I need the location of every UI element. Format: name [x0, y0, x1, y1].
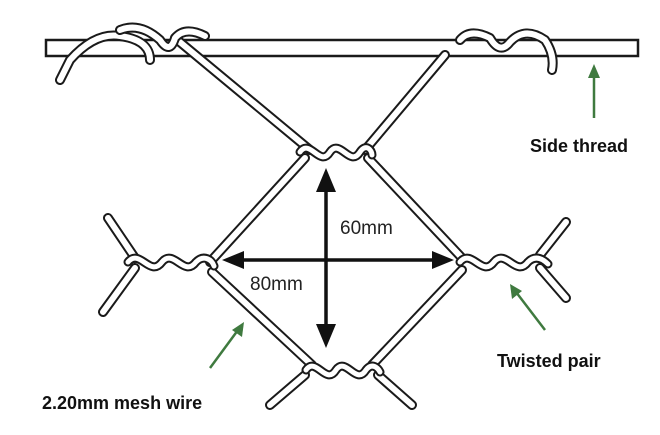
mesh-wires	[55, 22, 571, 410]
width-dimension-label: 80mm	[250, 274, 303, 295]
twisted-pair-top	[295, 143, 377, 162]
mesh-wire-label: 2.20mm mesh wire	[42, 393, 202, 413]
height-dimension-label: 60mm	[340, 218, 393, 239]
side-thread-leader-arrow	[588, 64, 600, 118]
height-dimension-arrow	[316, 168, 336, 348]
twisted-pair-label: Twisted pair	[497, 351, 601, 371]
twisted-pair-left	[123, 253, 219, 272]
mesh-wire-leader-arrow	[208, 322, 244, 369]
twisted-pair-bottom	[301, 361, 385, 380]
width-dimension-arrow	[222, 251, 454, 269]
twisted-pair-leader-arrow	[510, 284, 546, 331]
twisted-pair-right	[455, 253, 553, 272]
side-thread-label: Side thread	[530, 136, 628, 156]
